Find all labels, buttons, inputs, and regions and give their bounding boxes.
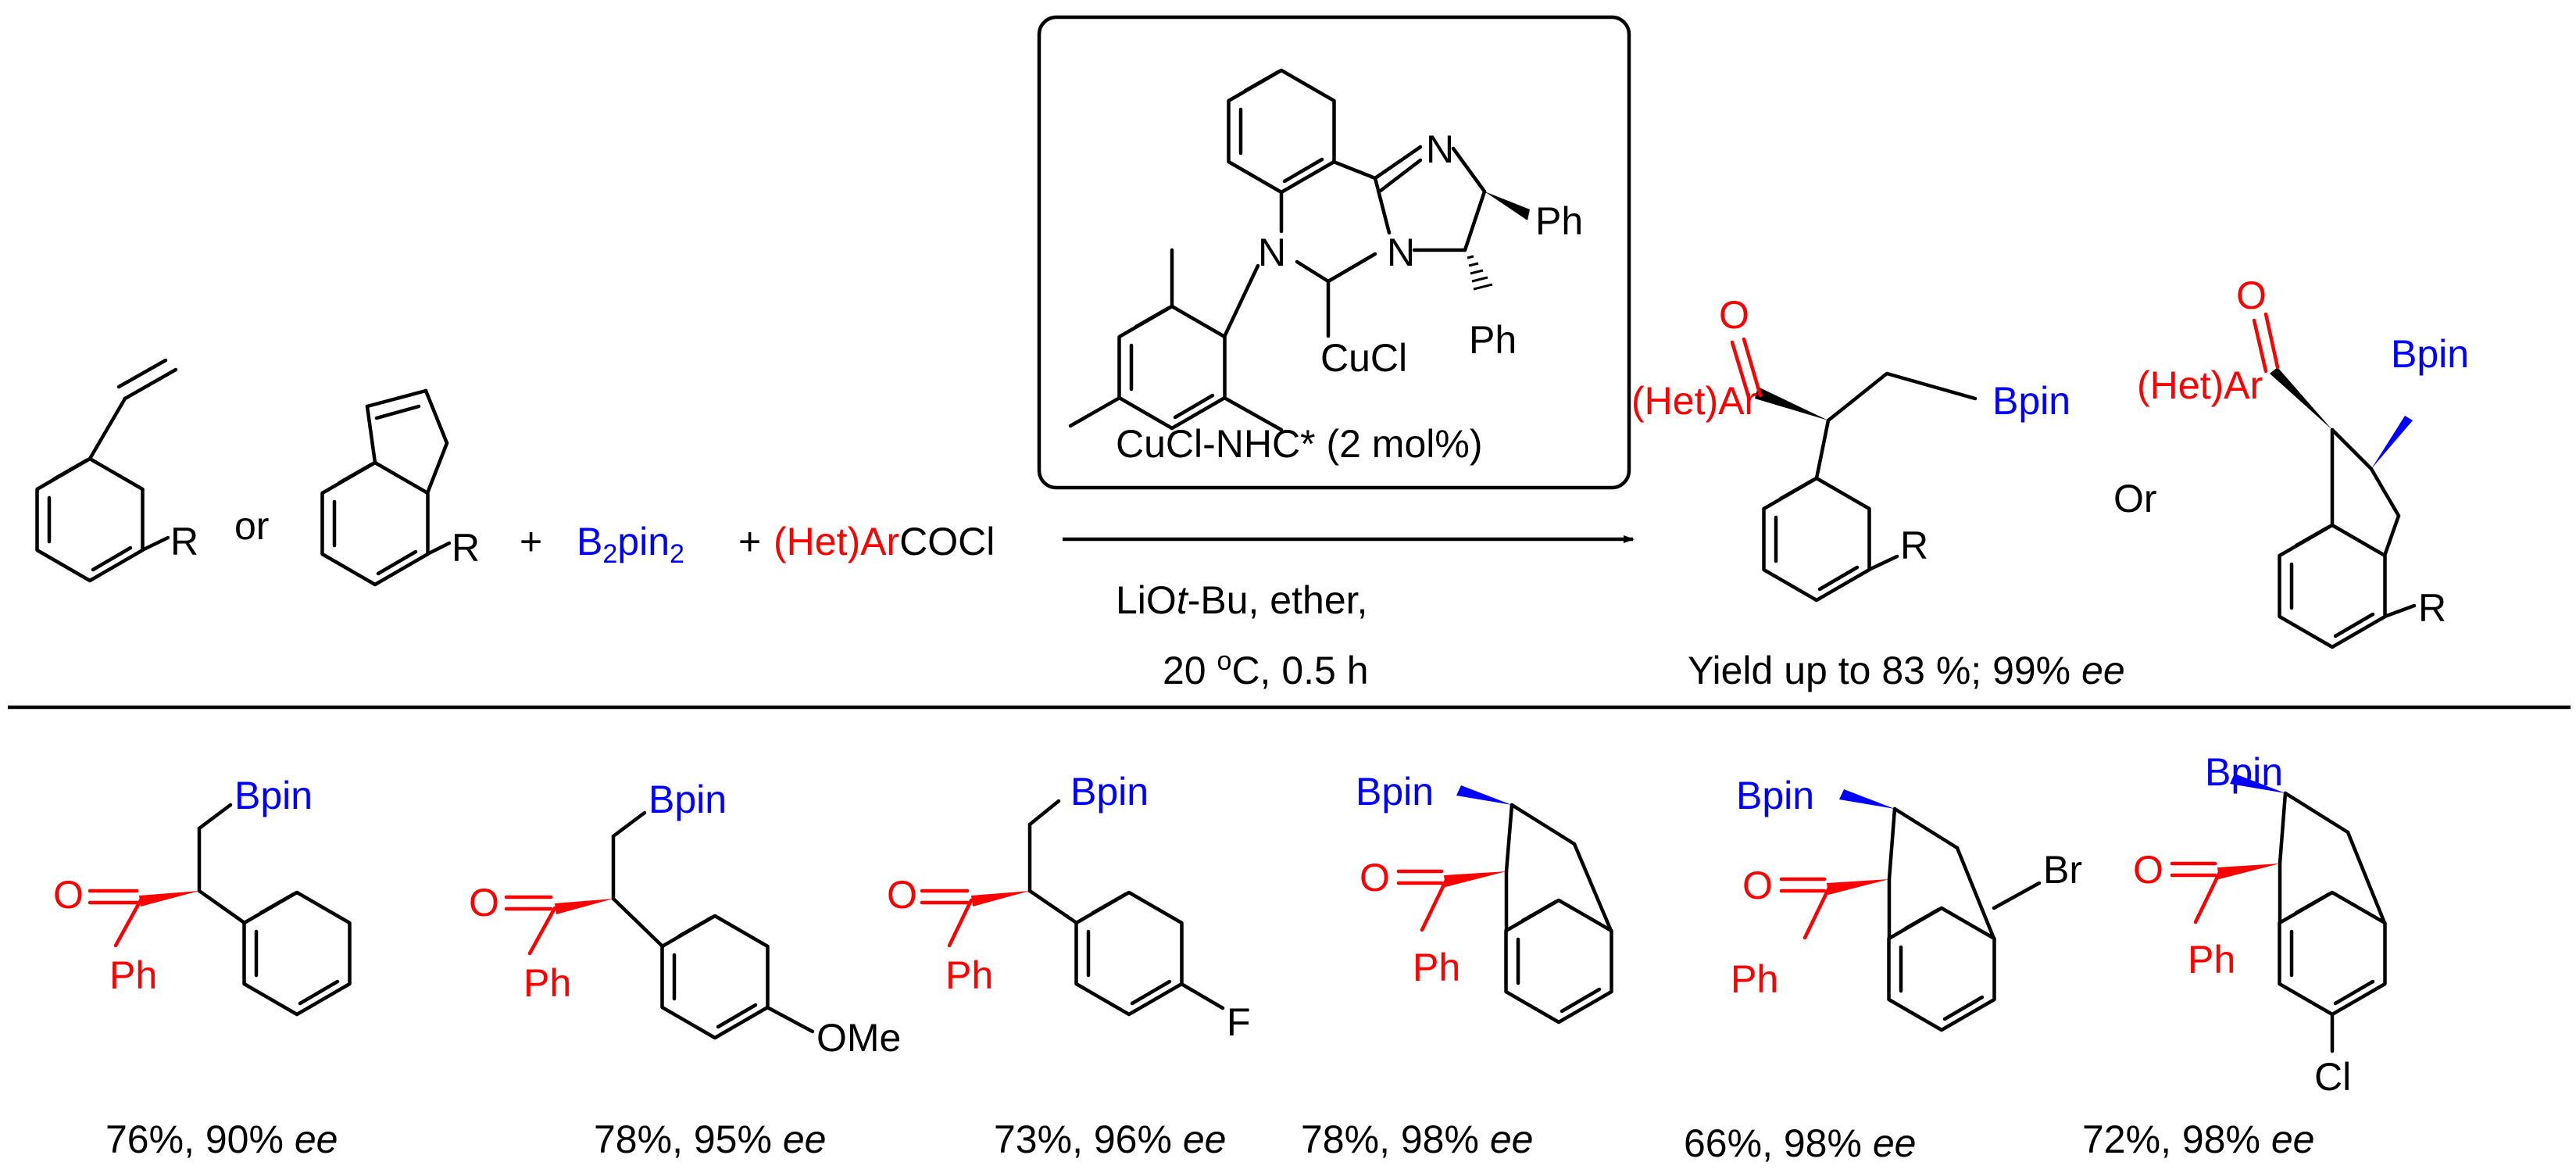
styrene-structure: R — [38, 358, 198, 581]
example-1-yield: 76%, 90% ee — [105, 1118, 338, 1161]
or-text-2: Or — [2113, 477, 2157, 520]
yield-summary: Yield up to 83 %; 99% ee — [1688, 649, 2125, 692]
svg-text:Bpin: Bpin — [2205, 750, 2283, 794]
svg-text:O: O — [469, 881, 499, 924]
or-text-1: or — [234, 504, 269, 548]
catalyst-caption: CuCl-NHC* (2 mol%) — [1116, 422, 1482, 466]
catalyst-box — [1037, 15, 1631, 490]
svg-text:Ph: Ph — [523, 961, 571, 1005]
svg-text:Ph: Ph — [945, 953, 993, 997]
svg-text:Ph: Ph — [2188, 938, 2235, 982]
svg-text:CuCl: CuCl — [1320, 336, 1407, 380]
example-3-yield: 73%, 96% ee — [994, 1118, 1226, 1161]
example-1-structure: O Ph Bpin — [53, 774, 350, 1014]
svg-text:Bpin: Bpin — [1992, 379, 2070, 423]
product-linear-structure: O (Het)Ar Bpin R — [1631, 293, 2070, 600]
plus-sign-1: + — [520, 520, 542, 563]
svg-text:Bpin: Bpin — [648, 778, 727, 821]
example-4-structure: O Ph Bpin — [1356, 770, 1612, 1022]
example-5-yield: 66%, 98% ee — [1684, 1121, 1916, 1165]
svg-text:Bpin: Bpin — [1070, 770, 1149, 814]
svg-text:O: O — [2133, 848, 2163, 892]
svg-text:Bpin: Bpin — [1736, 774, 1814, 817]
b2pin2-label: B2pin2 — [577, 520, 684, 569]
plus-sign-2: + — [738, 520, 761, 563]
svg-text:O: O — [53, 873, 84, 917]
catalyst-structure: N N N Ph Ph CuCl — [1068, 70, 1583, 432]
example-2-structure: O Ph Bpin OMe — [469, 778, 901, 1060]
svg-text:Ph: Ph — [1413, 946, 1460, 989]
conditions-line-1: LiOt-Bu, ether, — [1116, 578, 1367, 622]
svg-text:R: R — [1900, 524, 1928, 567]
indene-structure: R — [323, 388, 480, 585]
svg-text:N: N — [1426, 127, 1454, 171]
svg-text:Ph: Ph — [109, 953, 157, 997]
example-3-structure: O Ph Bpin F — [887, 770, 1251, 1044]
svg-text:Bpin: Bpin — [234, 774, 313, 817]
example-2-yield: 78%, 95% ee — [594, 1118, 826, 1161]
svg-text:OMe: OMe — [816, 1016, 901, 1060]
svg-text:Bpin: Bpin — [1356, 770, 1434, 814]
product-cyclic-structure: O (Het)Ar Bpin R — [2137, 274, 2469, 647]
svg-text:O: O — [1719, 293, 1749, 337]
svg-text:Ph: Ph — [1469, 318, 1517, 362]
acyl-chloride-label: (Het)ArCOCl — [774, 520, 995, 563]
styrene-r-label: R — [170, 520, 198, 563]
svg-text:N: N — [1258, 231, 1286, 274]
svg-text:O: O — [1359, 856, 1390, 899]
svg-text:(Het)Ar: (Het)Ar — [2137, 363, 2263, 407]
svg-text:Bpin: Bpin — [2391, 332, 2469, 376]
svg-text:R: R — [2418, 586, 2446, 630]
svg-text:Ph: Ph — [1731, 957, 1778, 1001]
example-6-yield: 72%, 98% ee — [2082, 1118, 2314, 1161]
svg-text:O: O — [2236, 274, 2267, 317]
example-5-structure: O Ph Bpin Br — [1731, 774, 2082, 1030]
svg-text:(Het)Ar: (Het)Ar — [1631, 379, 1757, 423]
example-6-structure: O Ph Bpin Cl — [2133, 750, 2385, 1099]
svg-text:N: N — [1387, 231, 1415, 274]
example-4-yield: 78%, 98% ee — [1301, 1118, 1533, 1161]
svg-text:Ph: Ph — [1535, 199, 1583, 243]
conditions-line-2: 20 oC, 0.5 h — [1163, 646, 1369, 692]
svg-text:O: O — [887, 873, 917, 917]
svg-text:Cl: Cl — [2314, 1055, 2351, 1099]
svg-text:F: F — [1227, 1000, 1251, 1044]
indene-r-label: R — [452, 526, 480, 570]
svg-text:Br: Br — [2043, 848, 2082, 892]
svg-text:O: O — [1742, 864, 1773, 907]
